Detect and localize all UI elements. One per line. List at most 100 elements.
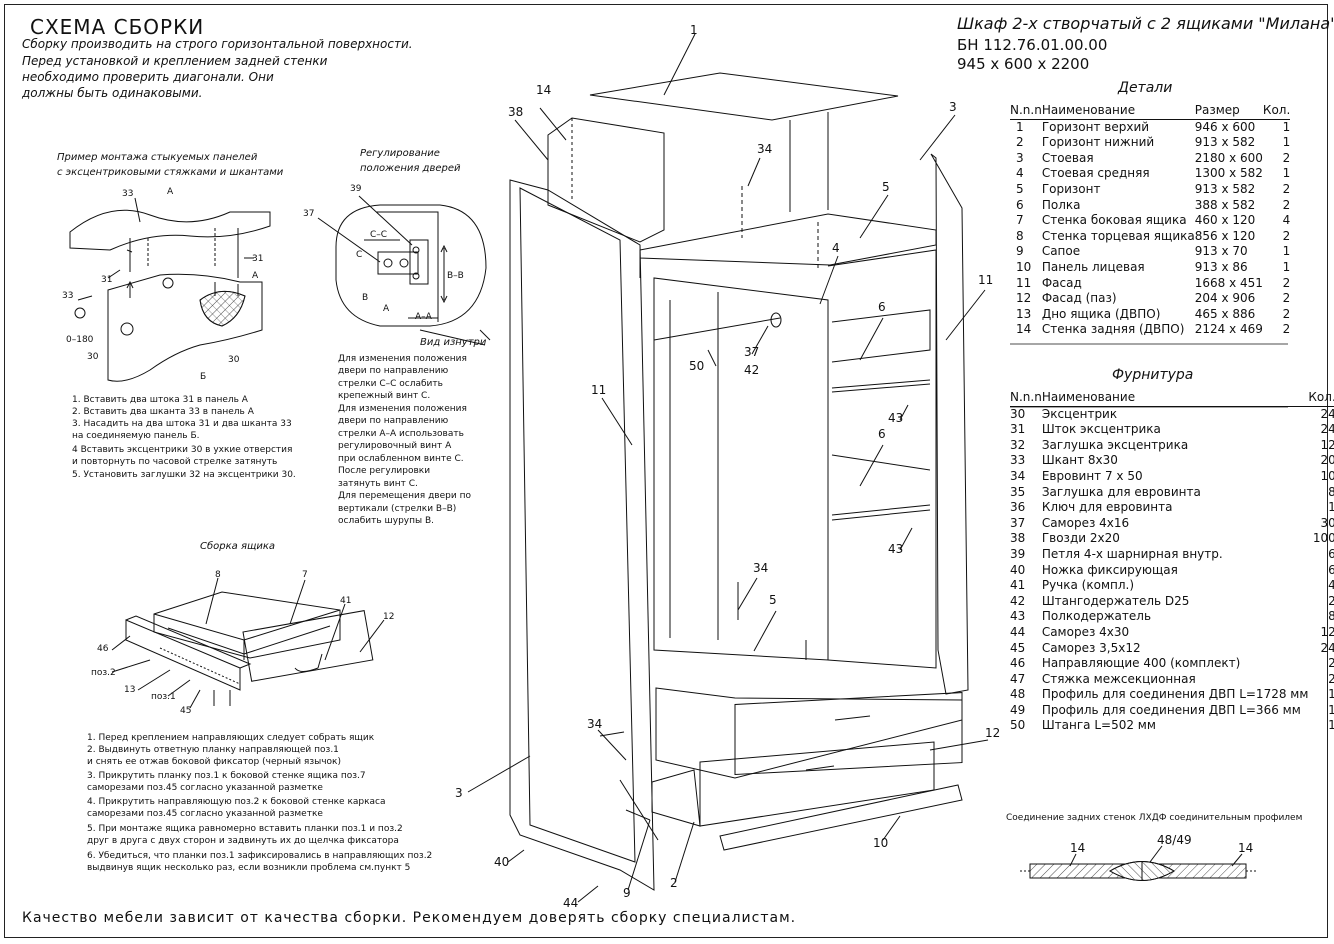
callout: 46 xyxy=(97,644,109,654)
callout: 1 xyxy=(690,23,698,37)
details-cell: 11 xyxy=(1016,275,1032,290)
label-b: В xyxy=(362,293,369,303)
details-cell: Фасад xyxy=(1041,275,1082,290)
details-cell: 1 xyxy=(1016,119,1024,134)
details-cell: 7 xyxy=(1016,213,1024,228)
panel-step: 3. Насадить на два штока 31 и два шканта… xyxy=(72,419,292,429)
details-caption: Детали xyxy=(1118,80,1173,96)
arrow-label: С–С xyxy=(370,230,388,240)
hardware-cell: 44 xyxy=(1010,624,1026,639)
hardware-cell: Петля 4-х шарнирная внутр. xyxy=(1041,546,1223,561)
details-cell: 946 х 600 xyxy=(1194,119,1256,134)
hinge-note: двери по направлению xyxy=(338,366,449,376)
details-cell: 2 xyxy=(1282,150,1291,165)
details-cell: 1 xyxy=(1282,259,1291,274)
details-cell: 1300 х 582 xyxy=(1194,166,1263,181)
hinge-note: стрелки А–А использовать xyxy=(338,429,464,439)
hardware-cell: 37 xyxy=(1010,515,1026,530)
panel-example-caption: Пример монтажа стыкуемых панелей xyxy=(57,152,258,163)
hinge-note: крепежный винт С. xyxy=(338,391,431,401)
details-cell: Стенка торцевая ящика xyxy=(1041,228,1195,243)
hinge-caption: Регулирование xyxy=(360,148,440,159)
details-cell: 2 xyxy=(1282,228,1291,243)
details-cell: 388 х 582 xyxy=(1194,197,1256,212)
hardware-cell: 100 xyxy=(1312,531,1334,546)
hardware-cell: Заглушка для евровинта xyxy=(1041,484,1201,499)
hardware-cell: 48 xyxy=(1010,687,1026,702)
hardware-row: 37 Саморез 4х16 30 xyxy=(1010,516,1334,532)
drawer-step: 2. Выдвинуть ответную планку направляюще… xyxy=(87,745,339,755)
hinge-note: регулировочный винт А xyxy=(338,441,452,451)
hardware-cell: 6 xyxy=(1328,546,1334,561)
hardware-cell: Профиль для соединения ДВП L=366 мм xyxy=(1041,702,1301,717)
callout: 11 xyxy=(978,273,994,287)
callout: 14 xyxy=(1070,841,1086,855)
hardware-header-row: N.n.n Наименование Кол. xyxy=(1010,390,1334,407)
hardware-cell: 12 xyxy=(1320,624,1334,639)
hinge-note: ослабить шурупы В. xyxy=(338,516,435,526)
callout: 14 xyxy=(1238,841,1254,855)
details-cell: 913 х 582 xyxy=(1194,135,1256,150)
intro-line: Сборку производить на строго горизонталь… xyxy=(22,37,413,51)
product-code: БН 112.76.01.00.00 xyxy=(957,36,1108,54)
intro-line: Перед установкой и креплением задней сте… xyxy=(22,54,328,68)
panel-step: 2. Вставить два шканта 33 в панель А xyxy=(72,407,254,417)
hardware-cell: 6 xyxy=(1328,562,1334,577)
hinge-note: После регулировки xyxy=(338,466,431,476)
callout: 7 xyxy=(302,570,308,580)
details-cell: 1 xyxy=(1282,166,1291,181)
label-a: А xyxy=(252,271,259,281)
hardware-cell: Заглушка эксцентрика xyxy=(1041,437,1189,452)
hardware-cell: Ручка (компл.) xyxy=(1041,578,1135,593)
hardware-cell: Ножка фиксирующая xyxy=(1041,562,1178,577)
drawer-step: саморезами поз.45 согласно указанной раз… xyxy=(87,783,323,793)
details-cell: 460 х 120 xyxy=(1194,213,1256,228)
hinge-note: стрелки С–С ослабить xyxy=(338,379,443,389)
callout: 48/49 xyxy=(1157,833,1192,847)
callout: 30 xyxy=(228,355,240,365)
details-header: Кол. xyxy=(1262,103,1291,117)
hardware-cell: Шток эксцентрика xyxy=(1041,422,1161,437)
details-cell: Сапое xyxy=(1041,244,1081,259)
hardware-cell: 30 xyxy=(1320,515,1334,530)
hardware-header: Наименование xyxy=(1041,390,1136,404)
drawer-step: саморезами поз.45 согласно указанной раз… xyxy=(87,809,323,819)
hardware-cell: Эксцентрик xyxy=(1041,406,1118,421)
hardware-cell: Гвозди 2х20 xyxy=(1041,531,1120,546)
wardrobe-drawing xyxy=(467,33,989,903)
details-cell: Горизонт xyxy=(1041,181,1101,196)
hardware-cell: Профиль для соединения ДВП L=1728 мм xyxy=(1041,687,1309,702)
hardware-cell: Саморез 4х16 xyxy=(1041,515,1130,530)
intro-line: должны быть одинаковыми. xyxy=(22,86,203,100)
callout: 2 xyxy=(670,876,678,890)
hardware-cell: 40 xyxy=(1010,562,1026,577)
callout: 30 xyxy=(87,352,99,362)
product-name: Шкаф 2-х створчатый с 2 ящиками "Милана" xyxy=(957,14,1334,33)
hardware-cell: 33 xyxy=(1010,453,1026,468)
callout: 8 xyxy=(215,570,221,580)
callout: 34 xyxy=(587,717,603,731)
callout: 5 xyxy=(882,180,890,194)
details-header-row: N.n.n Наименование Размер Кол. xyxy=(1010,103,1291,120)
hinge-note: Для изменения положения xyxy=(338,404,467,414)
hinge-note: двери по направлению xyxy=(338,416,449,426)
details-cell: 2 xyxy=(1282,181,1291,196)
hinge-caption: положения дверей xyxy=(360,163,461,174)
label-a: А xyxy=(383,304,390,314)
drawer-drawing xyxy=(111,577,385,709)
hinge-note: Для изменения положения xyxy=(338,354,467,364)
hardware-cell: 34 xyxy=(1010,468,1026,483)
